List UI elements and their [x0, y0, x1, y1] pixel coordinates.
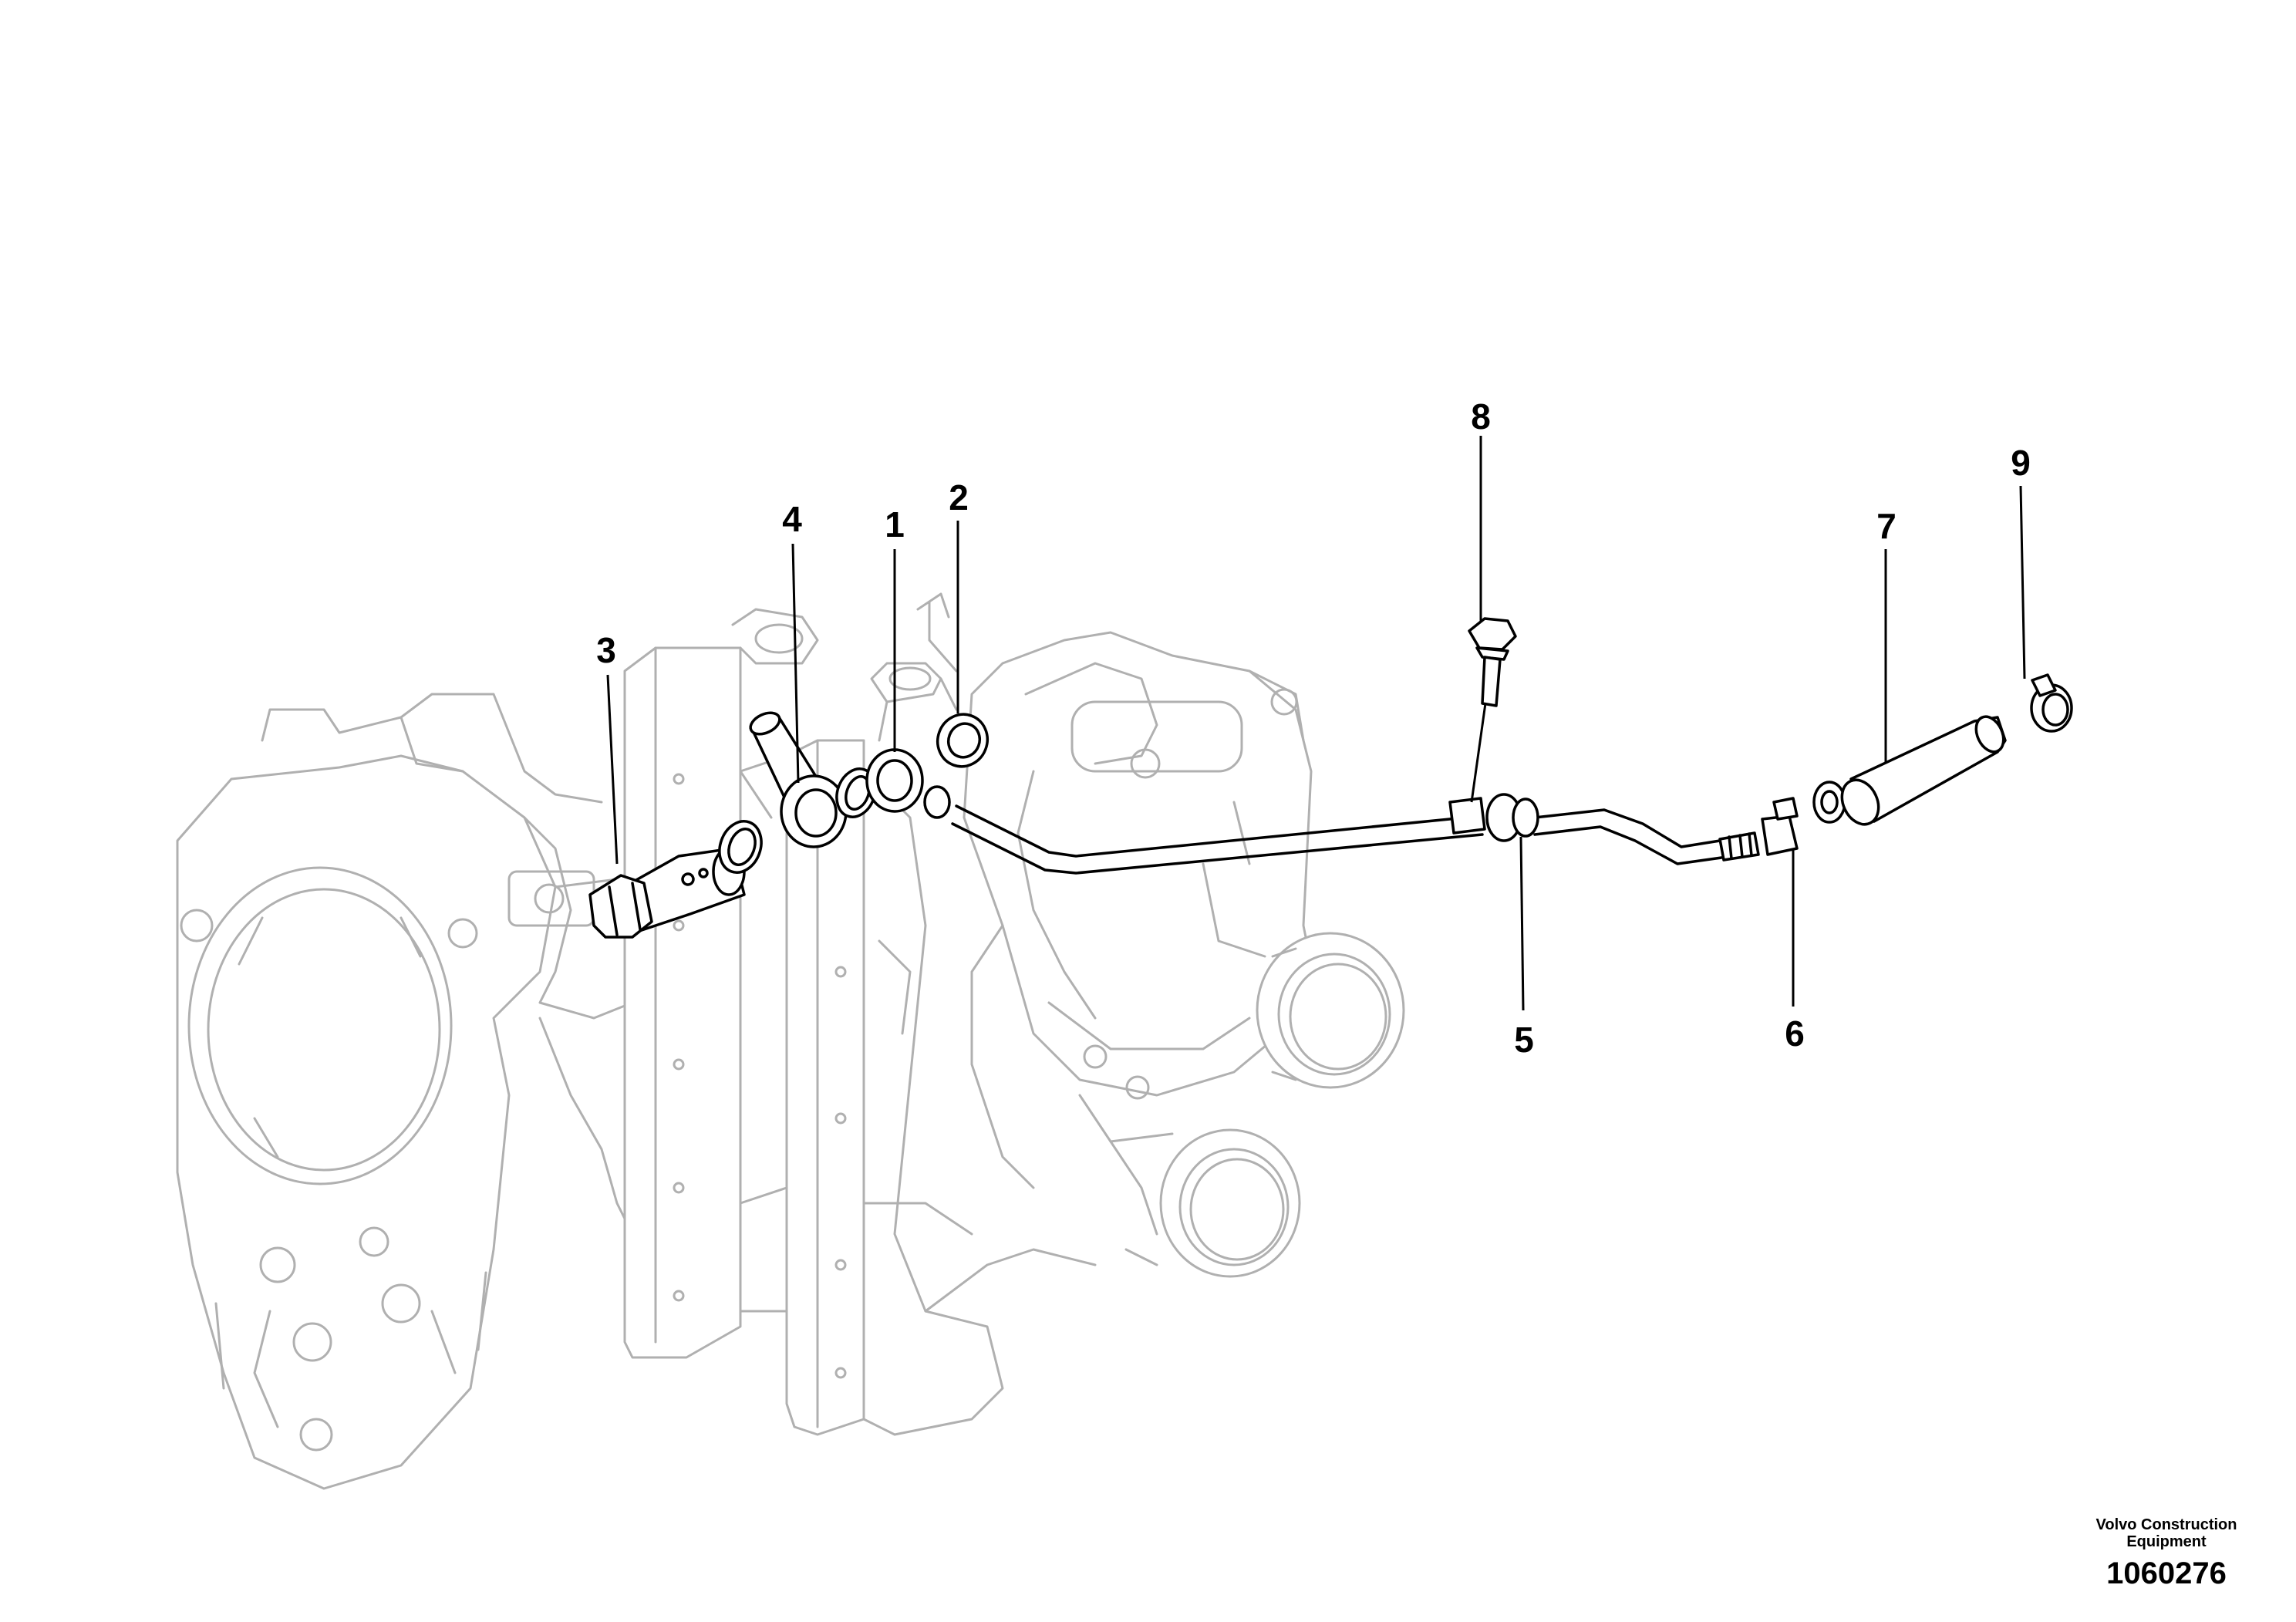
engine-housing-background — [176, 592, 1405, 1490]
callout-7: 7 — [1876, 506, 1896, 546]
brand-block: Volvo Construction Equipment 1060276 — [2082, 1516, 2251, 1590]
brand-name-line2: Equipment — [2126, 1533, 2207, 1550]
part-7-hose — [1840, 715, 2007, 826]
part-5-connector — [1448, 793, 1539, 842]
callout-1: 1 — [885, 504, 905, 545]
callout-5: 5 — [1514, 1020, 1534, 1060]
callout-4: 4 — [782, 499, 802, 539]
callout-9: 9 — [2011, 443, 2031, 483]
part-2-sealing-ring — [936, 713, 989, 768]
part-6-hose-connector — [1718, 781, 1846, 862]
part-4-banjo-fitting — [749, 711, 848, 848]
callout-3: 3 — [596, 630, 616, 670]
brand-name: Volvo Construction — [2095, 1516, 2237, 1533]
drawing-number: 1060276 — [2106, 1556, 2227, 1590]
oil-pipe — [951, 804, 1723, 875]
sealing-ring-left — [718, 820, 763, 874]
callout-2: 2 — [949, 477, 969, 518]
leader-lines — [606, 436, 2026, 1011]
part-8-flange-bolt — [1468, 617, 1517, 707]
part-9-hose-clamp — [2030, 673, 2073, 733]
callout-8: 8 — [1471, 396, 1491, 437]
part-1-sealing-rings — [835, 748, 951, 819]
callout-6: 6 — [1785, 1013, 1805, 1054]
